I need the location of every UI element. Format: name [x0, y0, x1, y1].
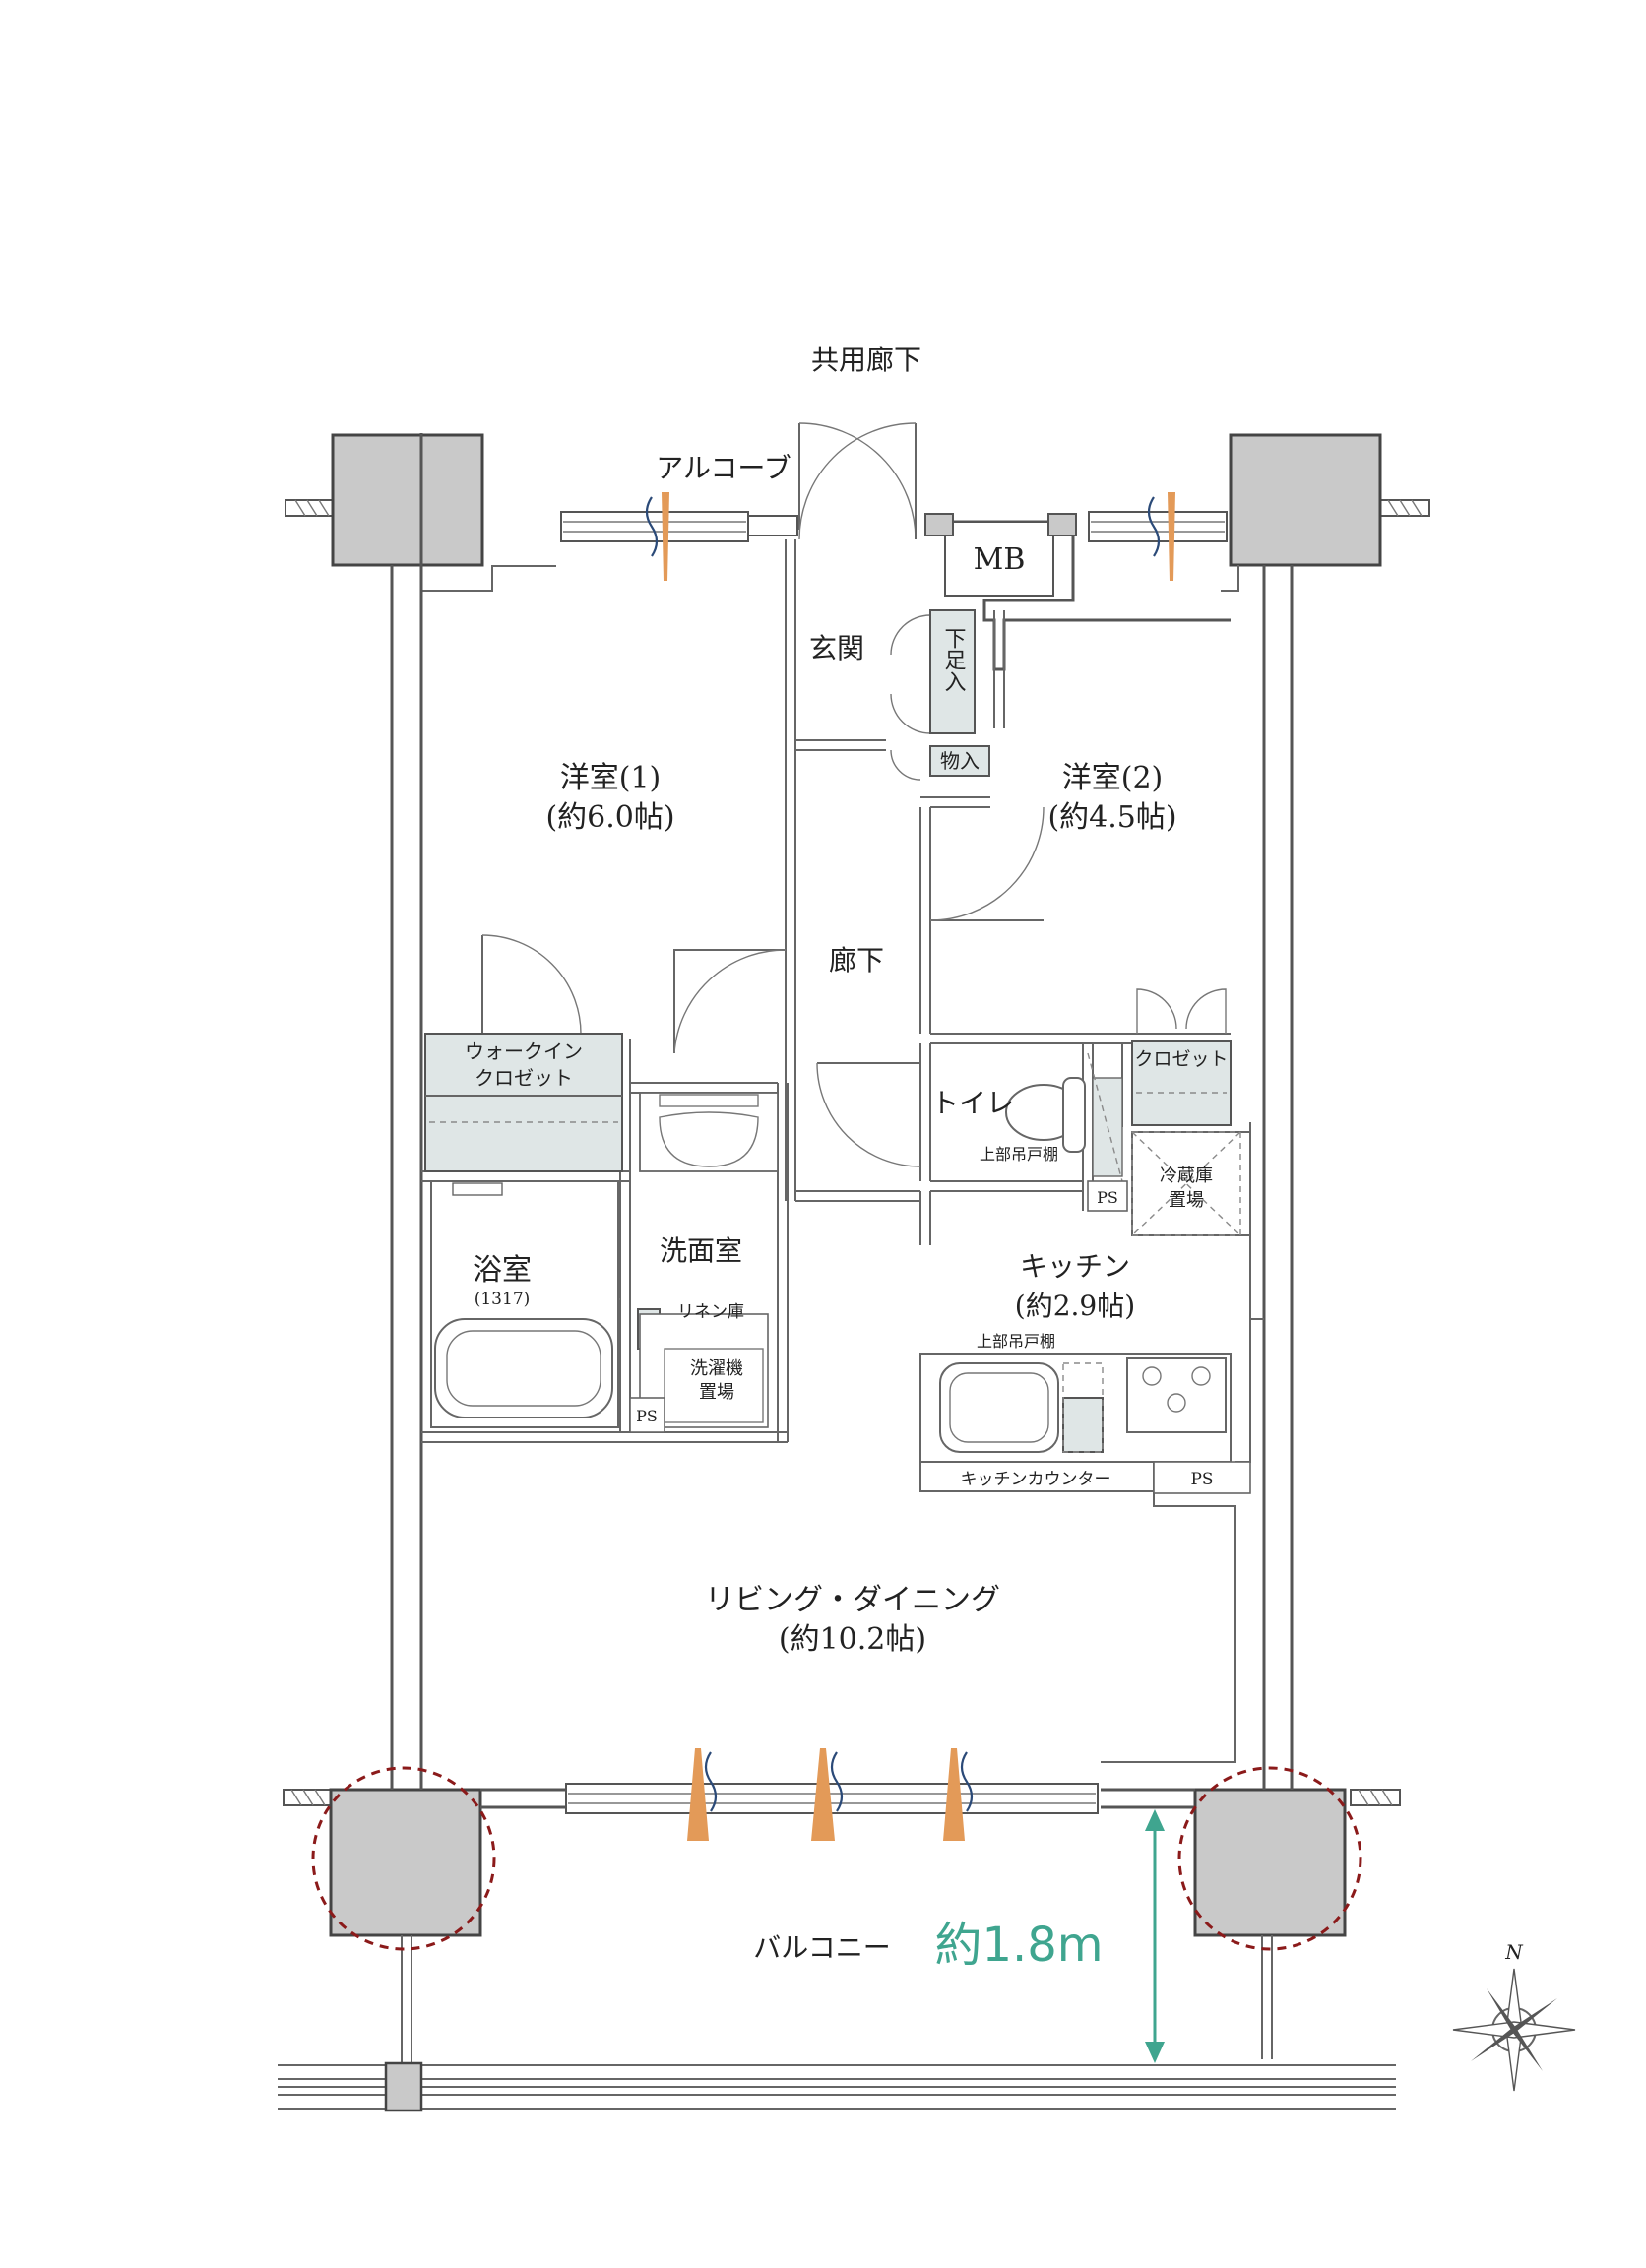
column-bottom-left: [329, 1788, 482, 1937]
label-washer-2: 置場: [699, 1382, 734, 1403]
kitchen-cabinet: [1062, 1397, 1104, 1453]
kitchen-sink: [939, 1362, 1059, 1453]
highlight-circle-right: [1177, 1766, 1362, 1951]
label-upper-cabinet-toilet: 上部吊戸棚: [980, 1145, 1058, 1164]
label-bathroom: 浴室: [473, 1253, 532, 1288]
balcony-railing: [278, 1935, 1396, 2112]
label-walkin-closet-1: ウォークイン: [465, 1040, 583, 1063]
label-storage: 物入: [940, 749, 980, 773]
label-closet: クロゼット: [1134, 1048, 1228, 1070]
label-linen: リネン庫: [677, 1302, 744, 1322]
label-kitchen-area: (約2.9帖): [1015, 1290, 1135, 1322]
label-balcony-depth: 約1.8m: [934, 1918, 1103, 1973]
wash-basin: [639, 1092, 779, 1172]
label-washer-1: 洗濯機: [690, 1358, 743, 1379]
label-shoe-storage: 下足入: [941, 627, 967, 692]
storage-box: [929, 745, 990, 777]
label-ps-toilet: PS: [1097, 1188, 1118, 1207]
label-hallway: 廊下: [829, 944, 884, 976]
highlight-circle-left: [311, 1766, 496, 1951]
label-balcony: バルコニー: [753, 1931, 890, 1964]
closet-room2: [1131, 1040, 1232, 1126]
column-top-right: [1229, 433, 1382, 567]
bathtub: [430, 1180, 619, 1428]
label-alcove: アルコーブ: [656, 452, 791, 484]
label-ps-kitchen: PS: [1190, 1470, 1213, 1489]
column-top-left: [331, 433, 484, 567]
label-corridor-common: 共用廊下: [811, 344, 921, 376]
living-window: [565, 1783, 1099, 1814]
ps-toilet-box: [1087, 1180, 1128, 1212]
label-ps-wash: PS: [636, 1407, 658, 1425]
exterior-walls: [390, 433, 1294, 1809]
label-toilet: トイレ: [931, 1087, 1014, 1119]
label-entrance: 玄関: [809, 632, 864, 664]
toilet-fixture: [1005, 1052, 1123, 1182]
balcony-depth-dimension: [1145, 1809, 1165, 2063]
label-living-area: (約10.2帖): [779, 1622, 926, 1657]
walkin-closet: [424, 1033, 623, 1172]
label-north: N: [1504, 1940, 1524, 1964]
label-room2-area: (約4.5帖): [1047, 800, 1176, 835]
label-kitchen: キッチン: [1020, 1250, 1130, 1283]
label-walkin-closet-2: クロゼット: [475, 1066, 573, 1090]
stove: [1126, 1357, 1227, 1433]
label-room1: 洋室(1): [560, 761, 662, 795]
ventilation-markers: [645, 492, 1175, 1841]
label-living: リビング・ダイニング: [705, 1583, 1000, 1617]
north-compass-icon: [1452, 1968, 1576, 2092]
label-mb: MB: [974, 542, 1026, 577]
washer-space: [639, 1313, 769, 1428]
top-window-left: [560, 511, 798, 542]
label-kitchen-counter: キッチンカウンター: [961, 1470, 1111, 1489]
label-room1-area: (約6.0帖): [545, 800, 674, 835]
fridge-space: [1131, 1131, 1241, 1236]
label-washroom: 洗面室: [660, 1234, 742, 1267]
label-room2: 洋室(2): [1062, 761, 1164, 795]
neighbor-wall-stubs: [283, 499, 1430, 1806]
label-fridge-2: 置場: [1169, 1190, 1204, 1211]
label-bathroom-size: (1317): [475, 1290, 531, 1309]
label-fridge-1: 冷蔵庫: [1160, 1166, 1213, 1186]
ps-kitchen-box: [1153, 1461, 1251, 1494]
label-upper-cabinet-kitchen: 上部吊戸棚: [977, 1332, 1055, 1351]
column-bottom-right: [1193, 1788, 1347, 1937]
mb-box: [944, 521, 1054, 597]
ps-wash-box: [629, 1397, 665, 1433]
shoe-storage-box: [929, 609, 976, 734]
